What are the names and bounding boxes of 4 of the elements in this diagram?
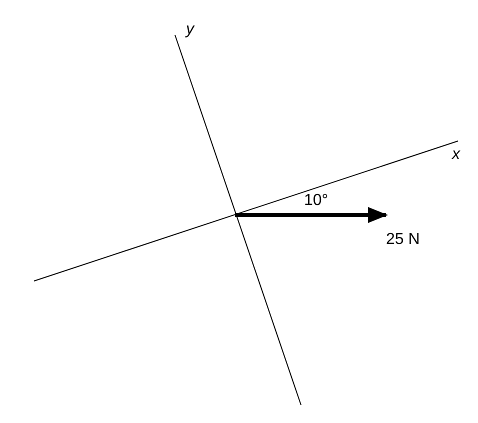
axis-label: y xyxy=(186,21,194,39)
angle-label: 10° xyxy=(304,192,328,210)
axis-label: x xyxy=(452,146,460,164)
force-label: 25 N xyxy=(386,231,420,249)
